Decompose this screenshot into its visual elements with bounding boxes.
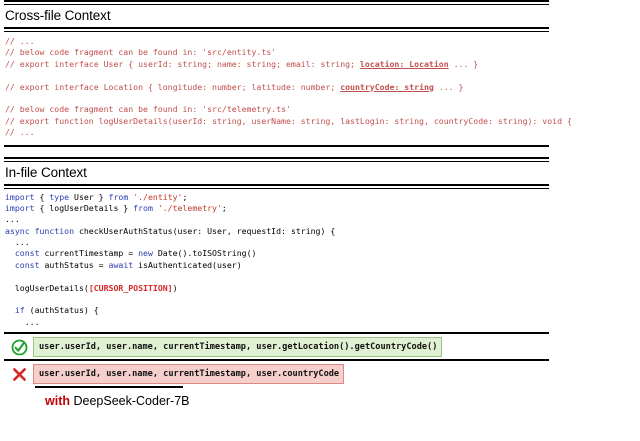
code-token: './telemetry' <box>157 202 222 213</box>
code-token: ; <box>221 202 227 213</box>
code-token: // below code fragment can be found in: … <box>5 47 277 58</box>
code-token: from <box>133 202 153 213</box>
code-token: // below code fragment can be found in: … <box>5 104 291 115</box>
crossfile-section-title: Cross-file Context <box>5 8 111 23</box>
correct-answer-text: user.userId, user.name, currentTimestamp… <box>33 337 443 358</box>
crossfile-end-rule <box>4 144 549 147</box>
code-token: Date().toISOString() <box>152 248 257 259</box>
code-line: ... <box>5 237 640 248</box>
model-caption: with DeepSeek-Coder-7B <box>5 388 640 409</box>
code-line: async function checkUserAuthStatus(user:… <box>5 226 640 237</box>
code-token: await <box>108 259 134 270</box>
code-line <box>5 271 640 282</box>
code-line: ... <box>5 317 640 328</box>
code-token: ) <box>172 282 178 293</box>
code-token: authStatus = <box>39 259 109 270</box>
code-token: ... <box>5 237 30 248</box>
code-line: // export interface User { userId: strin… <box>5 59 640 70</box>
code-token: location: Location <box>359 58 449 69</box>
model-name: DeepSeek-Coder-7B <box>73 394 190 409</box>
code-token: countryCode: string <box>340 81 434 92</box>
infile-head-rule-upper <box>4 183 549 186</box>
code-token: checkUserAuthStatus(user: User, requestI… <box>74 225 336 236</box>
code-line: import { type User } from './entity'; <box>5 192 640 203</box>
code-token: logUserDetails( <box>5 282 89 293</box>
code-token: ... } <box>448 58 479 69</box>
code-token: const <box>14 248 40 259</box>
code-line: // ... <box>5 127 640 138</box>
code-token: [CURSOR_POSITION] <box>88 282 173 293</box>
crossfile-head-rule-lower <box>4 31 549 32</box>
top-rule-lower <box>4 4 549 5</box>
infile-head-rule-lower <box>4 187 549 189</box>
infile-top-rule-upper <box>4 156 549 159</box>
code-line: if (authStatus) { <box>5 305 640 316</box>
code-token: async function <box>5 225 75 236</box>
code-line: import { logUserDetails } from './teleme… <box>5 203 640 214</box>
code-line: logUserDetails([CURSOR_POSITION]) <box>5 283 640 294</box>
incorrect-answer-row: user.userId, user.name, currentTimestamp… <box>5 363 640 385</box>
code-token: import <box>5 202 35 213</box>
code-token: currentTimestamp = <box>39 248 139 259</box>
code-token: // export interface User { userId: strin… <box>5 58 360 69</box>
code-token: ... <box>5 214 20 225</box>
infile-section-title: In-file Context <box>5 164 87 180</box>
code-line: const authStatus = await isAuthenticated… <box>5 260 640 271</box>
code-token: const <box>14 259 40 270</box>
code-token <box>5 305 15 315</box>
code-line: // export function logUserDetails(userId… <box>5 116 640 127</box>
code-token: ... <box>5 316 40 327</box>
code-token: // export interface Location { longitude… <box>5 81 341 92</box>
code-token: type <box>49 191 70 202</box>
code-token: // ... <box>5 127 35 138</box>
code-line <box>5 93 640 104</box>
code-token: isAuthenticated(user) <box>133 259 242 270</box>
code-token: User } <box>69 191 109 202</box>
code-line: // below code fragment can be found in: … <box>5 104 640 115</box>
code-token: // export function logUserDetails(userId… <box>5 115 572 126</box>
code-token: from <box>108 191 129 202</box>
code-token: new <box>138 248 153 259</box>
code-line: const currentTimestamp = new Date().toIS… <box>5 248 640 259</box>
top-rule-upper <box>4 0 549 2</box>
infile-top-rule-lower <box>4 160 549 162</box>
crossfile-code-block: // ...// below code fragment can be foun… <box>0 32 640 139</box>
answers-top-rule <box>4 332 549 335</box>
code-token: ... } <box>433 81 464 92</box>
code-token: // ... <box>5 36 35 46</box>
code-token <box>5 248 15 258</box>
infile-code-block: import { type User } from './entity';imp… <box>0 189 640 329</box>
code-line: // export interface Location { longitude… <box>5 82 640 93</box>
code-token: if <box>14 305 25 316</box>
code-token: './entity' <box>133 191 183 202</box>
code-line <box>5 70 640 81</box>
red-cross-icon <box>5 366 33 383</box>
answers-bottom-rule <box>35 386 183 389</box>
code-line <box>5 294 640 305</box>
code-token: { <box>34 191 50 202</box>
code-token: (authStatus) { <box>24 305 99 316</box>
answers-middle-rule <box>4 359 549 362</box>
code-token: ; <box>182 191 188 202</box>
code-token: import <box>5 191 35 202</box>
code-token: { logUserDetails } <box>34 202 134 213</box>
answers-container: user.userId, user.name, currentTimestamp… <box>0 336 640 409</box>
section-gap <box>0 147 640 157</box>
code-line: // ... <box>5 36 640 47</box>
code-line: // below code fragment can be found in: … <box>5 47 640 58</box>
code-token <box>5 260 15 270</box>
code-line: ... <box>5 214 640 225</box>
incorrect-answer-text: user.userId, user.name, currentTimestamp… <box>33 364 345 385</box>
correct-answer-row: user.userId, user.name, currentTimestamp… <box>5 336 640 358</box>
green-check-circle-icon <box>5 339 33 356</box>
with-label: with <box>45 394 70 409</box>
crossfile-head-rule-upper <box>4 27 549 29</box>
